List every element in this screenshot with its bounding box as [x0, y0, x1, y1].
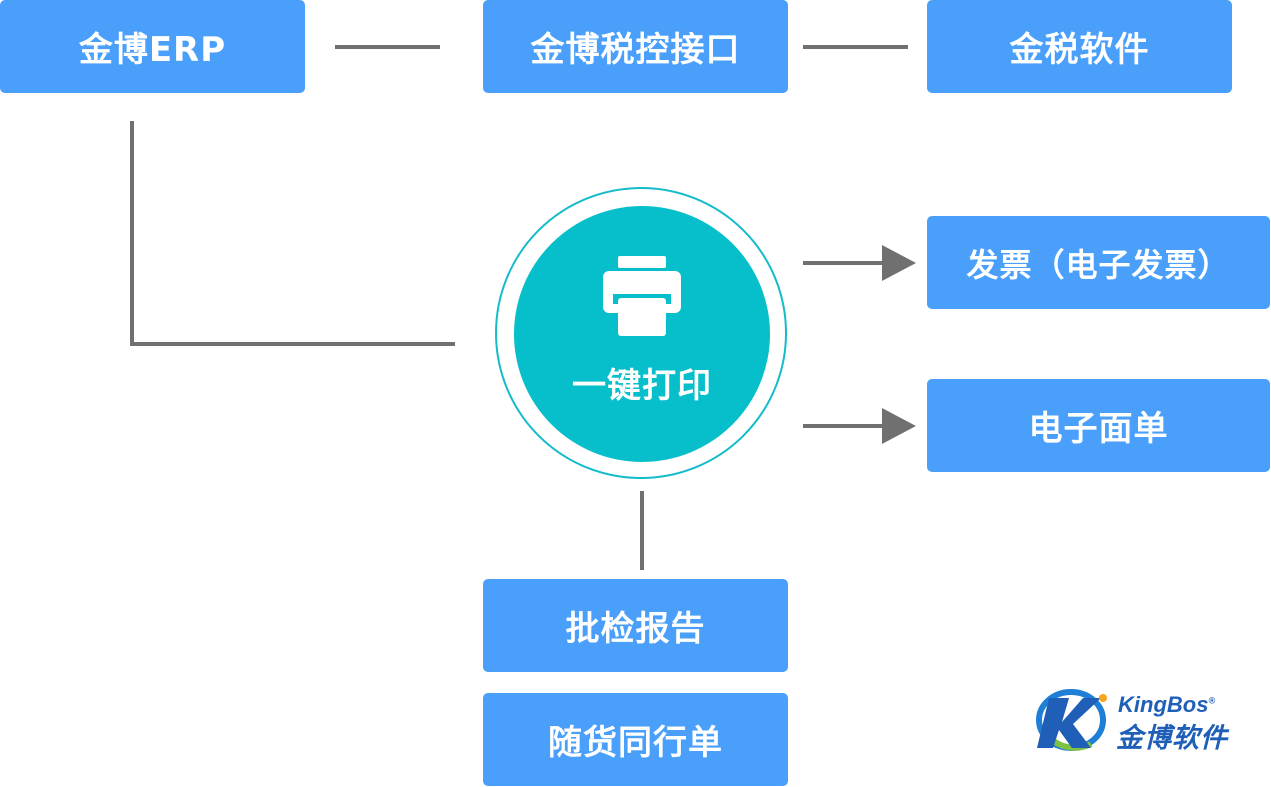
- node-delivery-note: 随货同行单: [483, 693, 788, 786]
- node-erp: 金博ERP: [0, 0, 305, 93]
- node-tax-interface: 金博税控接口: [483, 0, 788, 93]
- node-electronic-waybill: 电子面单: [927, 379, 1270, 472]
- arrow-head-waybill: [882, 408, 916, 444]
- node-erp-label: 金博ERP: [78, 30, 227, 70]
- node-golden-tax: 金税软件: [927, 0, 1232, 93]
- node-invoice: 发票（电子发票）: [927, 216, 1270, 309]
- node-inspection-report: 批检报告: [483, 579, 788, 672]
- printer-icon: [603, 256, 681, 336]
- registered-mark: ®: [1208, 695, 1216, 706]
- brand-name-en: KingBos®: [1118, 692, 1216, 717]
- node-electronic-waybill-label: 电子面单: [1028, 409, 1169, 449]
- connector-erp-print: [130, 121, 455, 346]
- node-tax-interface-label: 金博税控接口: [530, 30, 741, 70]
- kingbos-logo-icon: [1036, 689, 1107, 751]
- brand-name-cn: 金博软件: [1116, 723, 1228, 754]
- node-inspection-report-label: 批检报告: [565, 609, 706, 649]
- node-delivery-note-label: 随货同行单: [548, 723, 723, 763]
- arrow-head-invoice: [882, 245, 916, 281]
- node-invoice-label: 发票（电子发票）: [966, 245, 1231, 284]
- node-golden-tax-label: 金税软件: [1009, 30, 1150, 70]
- print-label: 一键打印: [572, 366, 712, 406]
